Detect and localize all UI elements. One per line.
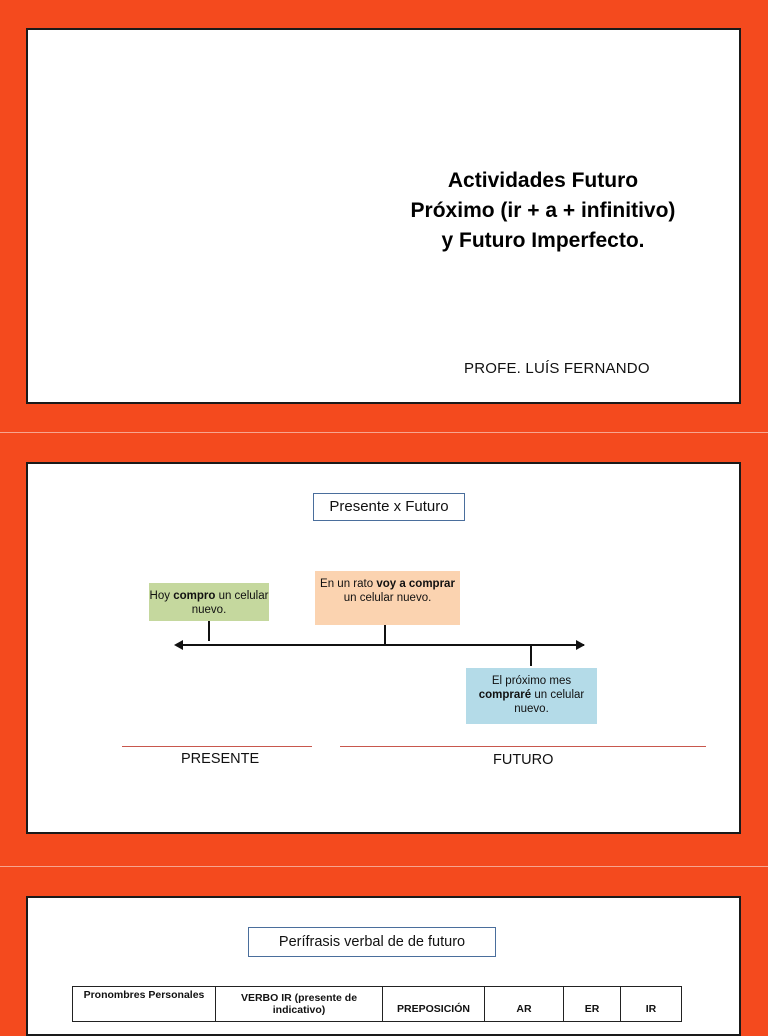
future-label: FUTURO xyxy=(493,752,554,768)
green-pre: Hoy xyxy=(149,590,174,602)
slide-2-title: Presente x Futuro xyxy=(313,493,465,521)
table-header-row: Pronombres Personales VERBO IR (presente… xyxy=(72,986,682,1022)
present-label: PRESENTE xyxy=(181,751,260,767)
title-line-2: Próximo (ir + a + infinitivo) xyxy=(410,199,676,222)
header-preposition: PREPOSICIÓN xyxy=(382,986,485,1022)
timeline-right-arrow-icon xyxy=(576,640,585,650)
title-line-1: Actividades Futuro xyxy=(447,169,639,192)
header-ar: AR xyxy=(484,986,564,1022)
blue-bold: compraré xyxy=(478,689,532,701)
timeline-tick-future xyxy=(530,646,532,666)
conjugation-table: Pronombres Personales VERBO IR (presente… xyxy=(72,986,682,1022)
present-underline xyxy=(122,746,312,747)
title-line-3: y Futuro Imperfecto. xyxy=(441,229,645,252)
orange-bold: voy a comprar xyxy=(376,578,455,590)
timeline-tick-present xyxy=(208,621,210,641)
green-bold: compro xyxy=(173,590,216,602)
slide-1-title: Actividades Futuro Próximo (ir + a + inf… xyxy=(388,166,698,256)
blue-pre: El próximo mes xyxy=(491,675,572,687)
slide-3: Perífrasis verbal de de futuro Pronombre… xyxy=(26,896,741,1036)
slide-3-title: Perífrasis verbal de de futuro xyxy=(248,927,496,957)
header-ir: IR xyxy=(620,986,682,1022)
slide-divider xyxy=(0,866,768,867)
slide-1: Actividades Futuro Próximo (ir + a + inf… xyxy=(26,28,741,404)
timeline-tick-near-future xyxy=(384,625,386,645)
near-future-example-box: En un rato voy a comprar un celular nuev… xyxy=(315,571,460,625)
future-example-box: El próximo mes compraré un celular nuevo… xyxy=(466,668,597,724)
orange-pre: En un rato xyxy=(320,578,377,590)
present-example-box: Hoy compro un celular nuevo. xyxy=(149,583,269,621)
header-er: ER xyxy=(563,986,621,1022)
orange-post: un celular nuevo. xyxy=(343,592,432,604)
author-name: PROFE. LUÍS FERNANDO xyxy=(464,360,650,377)
slide-2: Presente x Futuro Hoy compro un celular … xyxy=(26,462,741,834)
future-underline xyxy=(340,746,706,747)
slide-divider xyxy=(0,432,768,433)
header-pronouns: Pronombres Personales xyxy=(72,986,216,1022)
timeline-line xyxy=(178,644,584,646)
header-verb-ir: VERBO IR (presente de indicativo) xyxy=(215,986,383,1022)
blue-post: un celular nuevo. xyxy=(514,689,585,715)
green-post: un celular nuevo. xyxy=(191,590,269,616)
